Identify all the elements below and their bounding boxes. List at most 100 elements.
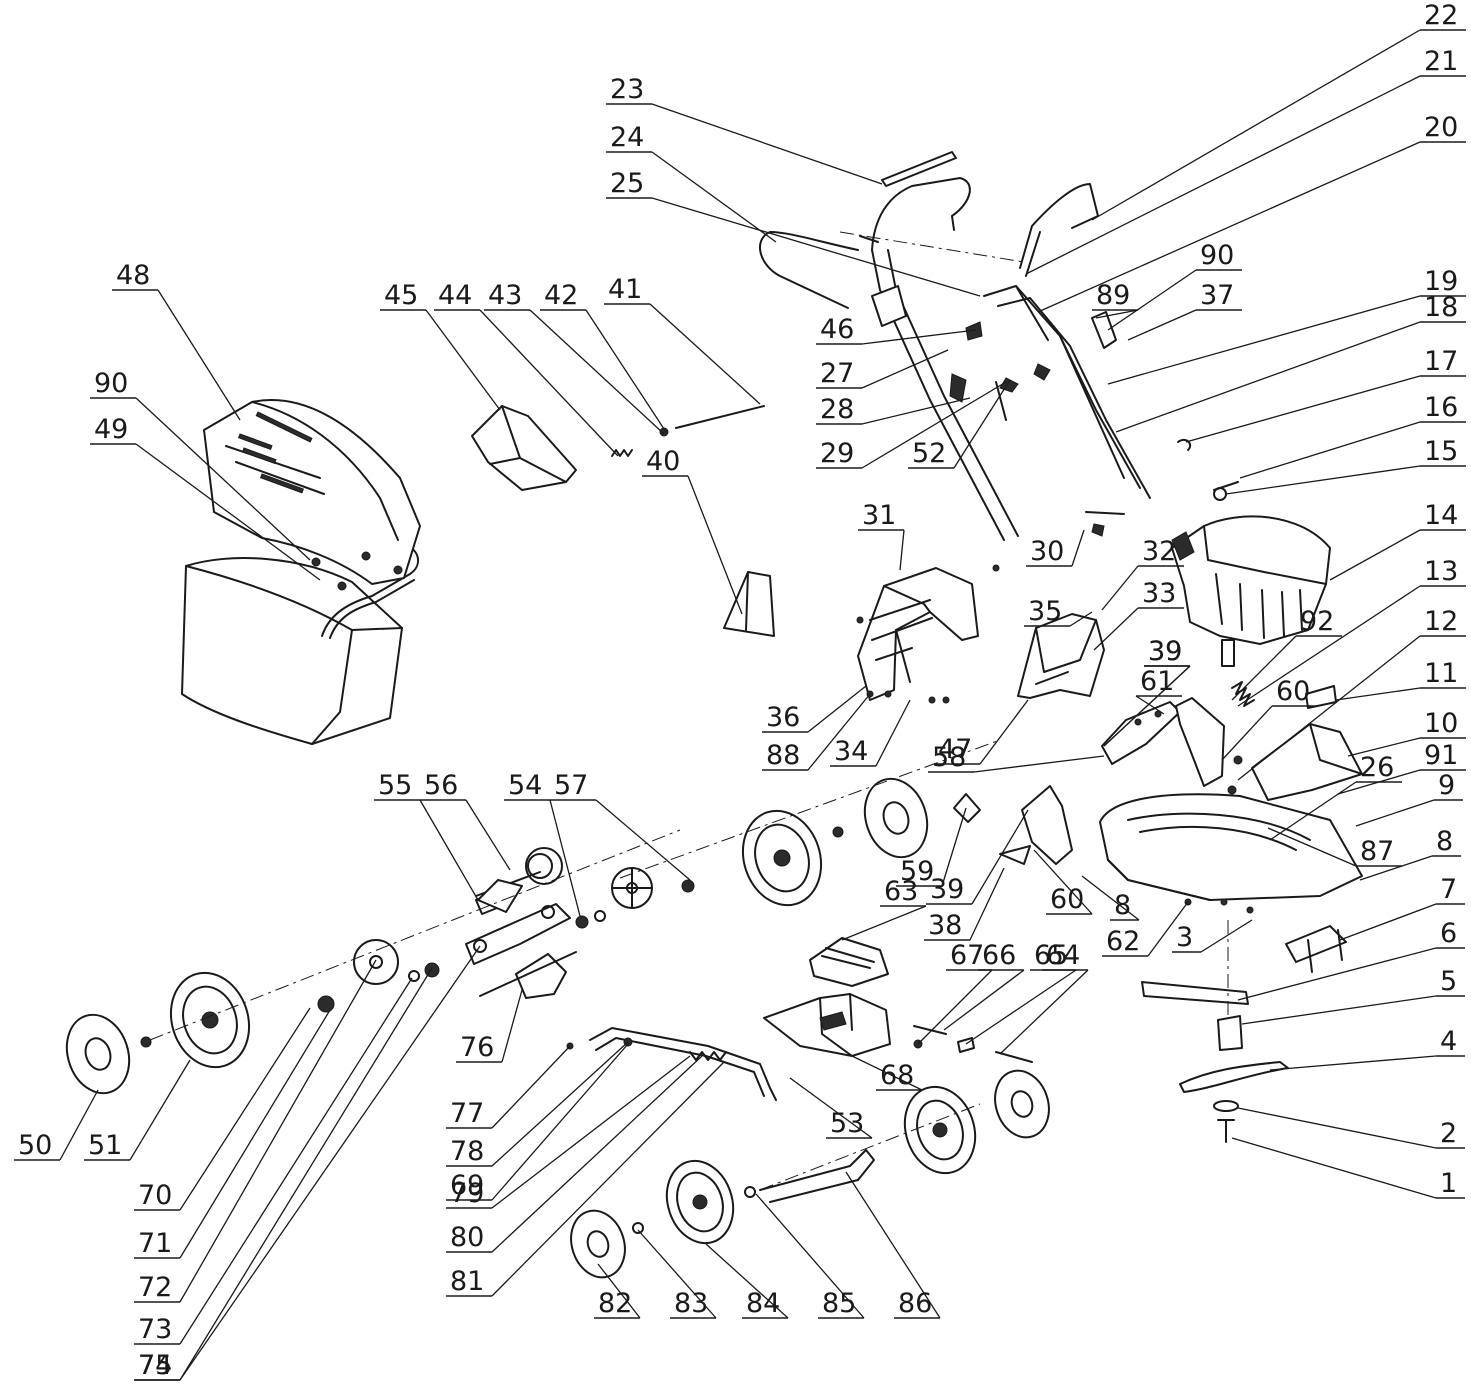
part-label-31: 31: [858, 500, 905, 571]
leader-line: [1269, 781, 1357, 841]
part-number: 41: [608, 274, 642, 305]
part-number: 49: [94, 414, 128, 445]
part-number: 16: [1424, 392, 1458, 423]
part-number: 4: [1440, 1026, 1457, 1057]
leader-line: [999, 969, 1089, 1055]
mower-deck: [1099, 793, 1363, 914]
part-number: 50: [18, 1130, 52, 1161]
leader-line: [687, 475, 743, 615]
part-label-78: 78: [446, 1041, 629, 1167]
part-number: 36: [766, 702, 800, 733]
leader-line: [1115, 321, 1421, 433]
leader-line: [789, 1077, 873, 1139]
leader-line: [585, 309, 667, 433]
grass-bag: [181, 557, 403, 745]
part-label-41: 41: [604, 274, 761, 405]
blade-washer: [1213, 1100, 1239, 1112]
leader-line: [841, 905, 927, 941]
blade-tray-6: [1141, 981, 1249, 1005]
left-gear-assembly: [317, 847, 695, 1013]
part-label-7: 7: [1339, 874, 1465, 941]
part-label-2: 2: [1237, 1107, 1465, 1149]
part-number: 72: [138, 1272, 172, 1303]
leader-line: [1335, 687, 1421, 701]
part-label-84: 84: [705, 1243, 789, 1319]
part-number: 62: [1106, 926, 1140, 957]
part-label-6: 6: [1237, 918, 1465, 1001]
leader-line: [157, 289, 241, 421]
leader-line: [1337, 769, 1421, 795]
part-label-90: 90: [90, 368, 311, 561]
part-label-25: 25: [606, 168, 981, 297]
part-label-36: 36: [762, 685, 867, 733]
part-number: 71: [138, 1228, 172, 1259]
part-number: 32: [1142, 536, 1176, 567]
height-adjust-bar: [589, 1027, 777, 1101]
leader-line: [179, 1007, 311, 1211]
leader-line: [129, 1059, 191, 1161]
leader-line: [1359, 855, 1433, 881]
leader-line: [1267, 827, 1357, 867]
height-spring: [689, 1051, 727, 1061]
part-number: 15: [1424, 436, 1458, 467]
flap-spring: [611, 449, 633, 457]
leader-line: [1107, 295, 1421, 385]
part-number: 11: [1424, 658, 1458, 689]
leader-line: [595, 799, 691, 881]
part-label-38: 38: [924, 867, 1005, 941]
leader-line: [1069, 611, 1093, 627]
axis-line-2: [759, 1103, 981, 1191]
part-number: 59: [900, 856, 934, 887]
leader-line: [953, 379, 1011, 469]
leader-line: [979, 699, 1029, 765]
part-number: 25: [610, 168, 644, 199]
part-label-77: 77: [446, 1045, 571, 1129]
height-lever-38: [999, 845, 1031, 865]
part-number: 26: [1360, 752, 1394, 783]
cutting-blade: [1179, 1061, 1289, 1093]
pin-66: [913, 1025, 947, 1035]
part-number: 39: [1148, 636, 1182, 667]
leader-line: [1081, 875, 1140, 921]
part-label-1: 1: [1231, 1137, 1465, 1199]
part-label-81: 81: [446, 1061, 725, 1297]
part-label-12: 12: [1237, 606, 1466, 781]
leader-line: [637, 1229, 717, 1319]
part-number: 2: [1440, 1118, 1457, 1149]
part-label-21: 21: [1025, 46, 1466, 275]
part-label-17: 17: [1185, 346, 1466, 443]
leader-line: [135, 443, 321, 581]
leader-line: [1103, 665, 1191, 747]
part-number: 14: [1424, 500, 1458, 531]
part-label-28: 28: [816, 394, 971, 425]
catcher-frame: [321, 545, 419, 637]
part-label-3: 3: [1172, 919, 1253, 953]
leader-line: [1093, 607, 1139, 651]
part-label-50: 50: [14, 1089, 99, 1161]
part-number: 66: [982, 940, 1016, 971]
part-label-64: 64: [999, 940, 1089, 1055]
leader-line: [491, 1041, 629, 1167]
part-number: 79: [450, 1178, 484, 1209]
part-number: 92: [1300, 606, 1334, 637]
part-number: 60: [1276, 676, 1310, 707]
part-label-20: 20: [1037, 112, 1466, 313]
part-label-35: 35: [1024, 596, 1093, 627]
part-number: 61: [1140, 666, 1174, 697]
part-number: 19: [1424, 266, 1458, 297]
leader-line: [1225, 465, 1421, 495]
part-label-53: 53: [789, 1077, 873, 1139]
part-number: 1: [1440, 1168, 1457, 1199]
part-number: 80: [450, 1222, 484, 1253]
part-label-69: 69: [446, 1043, 629, 1201]
leader-line: [479, 309, 619, 457]
part-label-62: 62: [1102, 901, 1189, 957]
part-label-51: 51: [84, 1059, 191, 1161]
part-number: 88: [766, 740, 800, 771]
part-label-85: 85: [755, 1193, 865, 1319]
part-label-61: 61: [1135, 666, 1182, 715]
part-number: 22: [1424, 0, 1458, 31]
leader-line: [973, 755, 1105, 773]
